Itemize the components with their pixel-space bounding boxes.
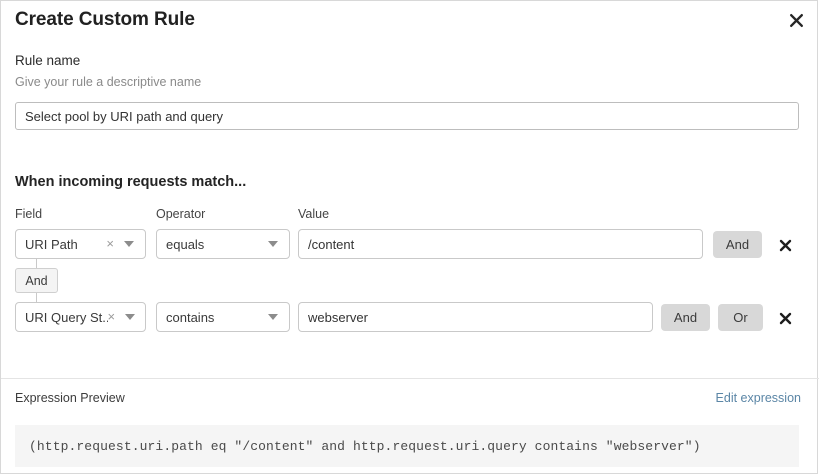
delete-row-button-row-2[interactable] (774, 307, 796, 329)
value-input-row-2[interactable] (298, 302, 653, 332)
and-button-row-2[interactable]: And (661, 304, 710, 331)
and-button-row-1[interactable]: And (713, 231, 762, 258)
or-button-row-2[interactable]: Or (718, 304, 763, 331)
delete-row-button-row-1[interactable] (774, 234, 796, 256)
close-icon[interactable] (783, 7, 809, 33)
expression-preview-label: Expression Preview (15, 391, 125, 405)
expression-preview-text: (http.request.uri.path eq "/content" and… (29, 438, 701, 454)
edit-expression-link[interactable]: Edit expression (715, 391, 801, 405)
operator-select-value-row-1: equals (166, 236, 205, 252)
chevron-down-icon[interactable] (264, 314, 289, 320)
clear-icon[interactable]: × (107, 308, 116, 324)
operator-select-value-row-2: contains (166, 309, 215, 325)
field-select-value-row-1: URI Path (25, 236, 78, 252)
column-header-value: Value (298, 207, 330, 221)
page-title: Create Custom Rule (15, 9, 195, 30)
rule-name-help-text: Give your rule a descriptive name (15, 75, 202, 89)
connector-and-badge[interactable]: And (15, 268, 58, 293)
column-header-operator: Operator (156, 207, 206, 221)
chevron-down-icon[interactable] (120, 241, 145, 247)
column-header-field: Field (15, 207, 43, 221)
preview-divider (1, 378, 819, 379)
value-input-row-1[interactable] (298, 229, 703, 259)
chevron-down-icon[interactable] (264, 241, 289, 247)
rule-name-label: Rule name (15, 53, 81, 68)
operator-select-row-2[interactable]: contains (156, 302, 290, 332)
operator-select-row-1[interactable]: equals (156, 229, 290, 259)
rule-name-input[interactable] (15, 102, 799, 130)
clear-icon[interactable]: × (106, 235, 114, 251)
field-select-row-2[interactable]: URI Query St... × (15, 302, 146, 332)
field-select-row-1[interactable]: URI Path × (15, 229, 146, 259)
match-section-heading: When incoming requests match... (15, 174, 247, 190)
expression-preview-box: (http.request.uri.path eq "/content" and… (15, 425, 799, 467)
chevron-down-icon[interactable] (121, 314, 145, 320)
field-select-value-row-2: URI Query St... (25, 309, 108, 325)
